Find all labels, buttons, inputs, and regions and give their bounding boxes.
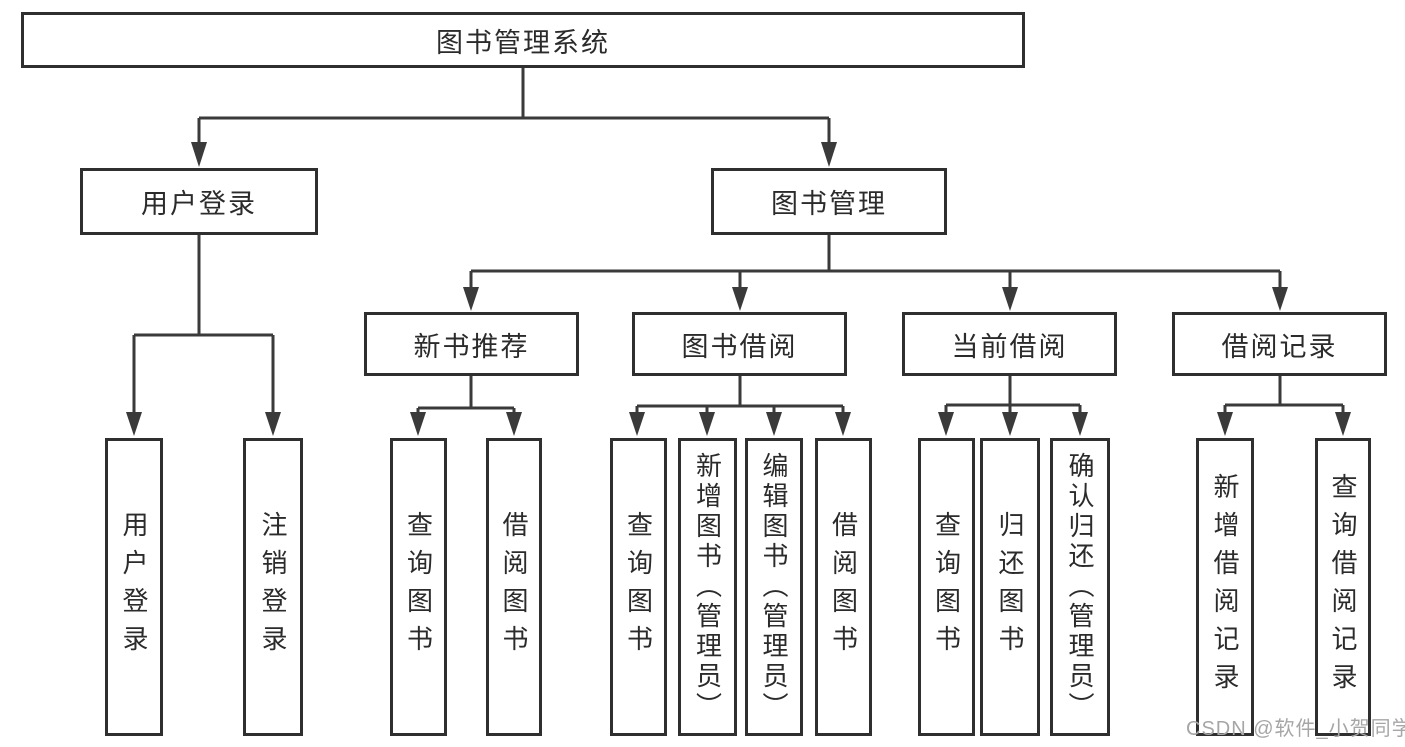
node-book-management: 图书管理 [711, 168, 947, 235]
node-borrow-records-label: 借阅记录 [1221, 331, 1338, 362]
leaf-borrow-query-book-label: 查询图书 [623, 511, 654, 663]
leaf-newbook-query-book: 查询图书 [390, 438, 447, 736]
leaf-current-confirm-return-admin: 确认归还（管理员） [1050, 438, 1110, 736]
node-root: 图书管理系统 [21, 12, 1025, 68]
node-root-label: 图书管理系统 [436, 27, 610, 58]
leaf-user-login: 用户登录 [105, 438, 163, 736]
arrowheads-user-login [126, 412, 281, 436]
leaf-newbook-borrow-book: 借阅图书 [486, 438, 542, 736]
node-borrow-records: 借阅记录 [1172, 312, 1387, 376]
arrowheads-book-borrow [629, 412, 851, 436]
node-book-management-label: 图书管理 [771, 189, 887, 219]
node-new-book-recommend-label: 新书推荐 [413, 331, 530, 362]
arrowheads-borrow-records [1217, 412, 1351, 436]
leaf-newbook-borrow-book-label: 借阅图书 [499, 511, 529, 663]
leaf-borrow-edit-book-admin: 编辑图书（管理员） [745, 438, 803, 736]
connector-user-login [132, 235, 275, 413]
leaf-records-query-borrow-record: 查询借阅记录 [1315, 438, 1371, 736]
connector-borrow-records [1223, 376, 1345, 413]
node-new-book-recommend: 新书推荐 [364, 312, 579, 376]
leaf-borrow-borrow-book-label: 借阅图书 [828, 511, 859, 663]
leaf-current-query-book: 查询图书 [918, 438, 975, 736]
connector-root-to-level2 [197, 68, 831, 144]
leaf-current-return-book-label: 归还图书 [995, 511, 1025, 663]
node-user-login-label: 用户登录 [141, 189, 257, 219]
arrowheads-current-borrow [938, 412, 1088, 436]
leaf-logout-login: 注销登录 [243, 438, 303, 736]
connector-new-book [416, 376, 516, 413]
leaf-borrow-add-book-admin: 新增图书（管理员） [678, 438, 737, 736]
leaf-logout-login-label: 注销登录 [258, 511, 288, 663]
leaf-user-login-label: 用户登录 [119, 511, 149, 663]
leaf-current-return-book: 归还图书 [980, 438, 1040, 736]
leaf-current-query-book-label: 查询图书 [931, 511, 962, 663]
leaf-borrow-borrow-book: 借阅图书 [815, 438, 872, 736]
node-book-borrow-label: 图书借阅 [681, 331, 798, 362]
node-current-borrow: 当前借阅 [902, 312, 1117, 376]
leaf-newbook-query-book-label: 查询图书 [403, 511, 434, 663]
leaf-current-confirm-return-admin-label: 确认归还（管理员） [1065, 452, 1095, 722]
leaf-borrow-query-book: 查询图书 [610, 438, 667, 736]
arrowheads-level2 [191, 142, 837, 167]
leaf-records-add-borrow-record: 新增借阅记录 [1196, 438, 1254, 736]
leaf-borrow-add-book-admin-label: 新增图书（管理员） [692, 452, 723, 722]
leaf-records-add-borrow-record-label: 新增借阅记录 [1210, 473, 1240, 701]
leaf-records-query-borrow-record-label: 查询借阅记录 [1328, 473, 1358, 701]
leaf-borrow-edit-book-admin-label: 编辑图书（管理员） [759, 452, 789, 722]
node-user-login: 用户登录 [80, 168, 318, 235]
node-current-borrow-label: 当前借阅 [951, 331, 1068, 362]
connector-book-borrow [635, 376, 845, 413]
node-book-borrow: 图书借阅 [632, 312, 847, 376]
arrowheads-new-book [410, 412, 522, 436]
arrowheads-level3 [463, 287, 1288, 311]
watermark-text: CSDN @软件_小贺同学 [1186, 718, 1405, 740]
connector-current-borrow [944, 376, 1082, 413]
connector-book-management [469, 235, 1282, 288]
